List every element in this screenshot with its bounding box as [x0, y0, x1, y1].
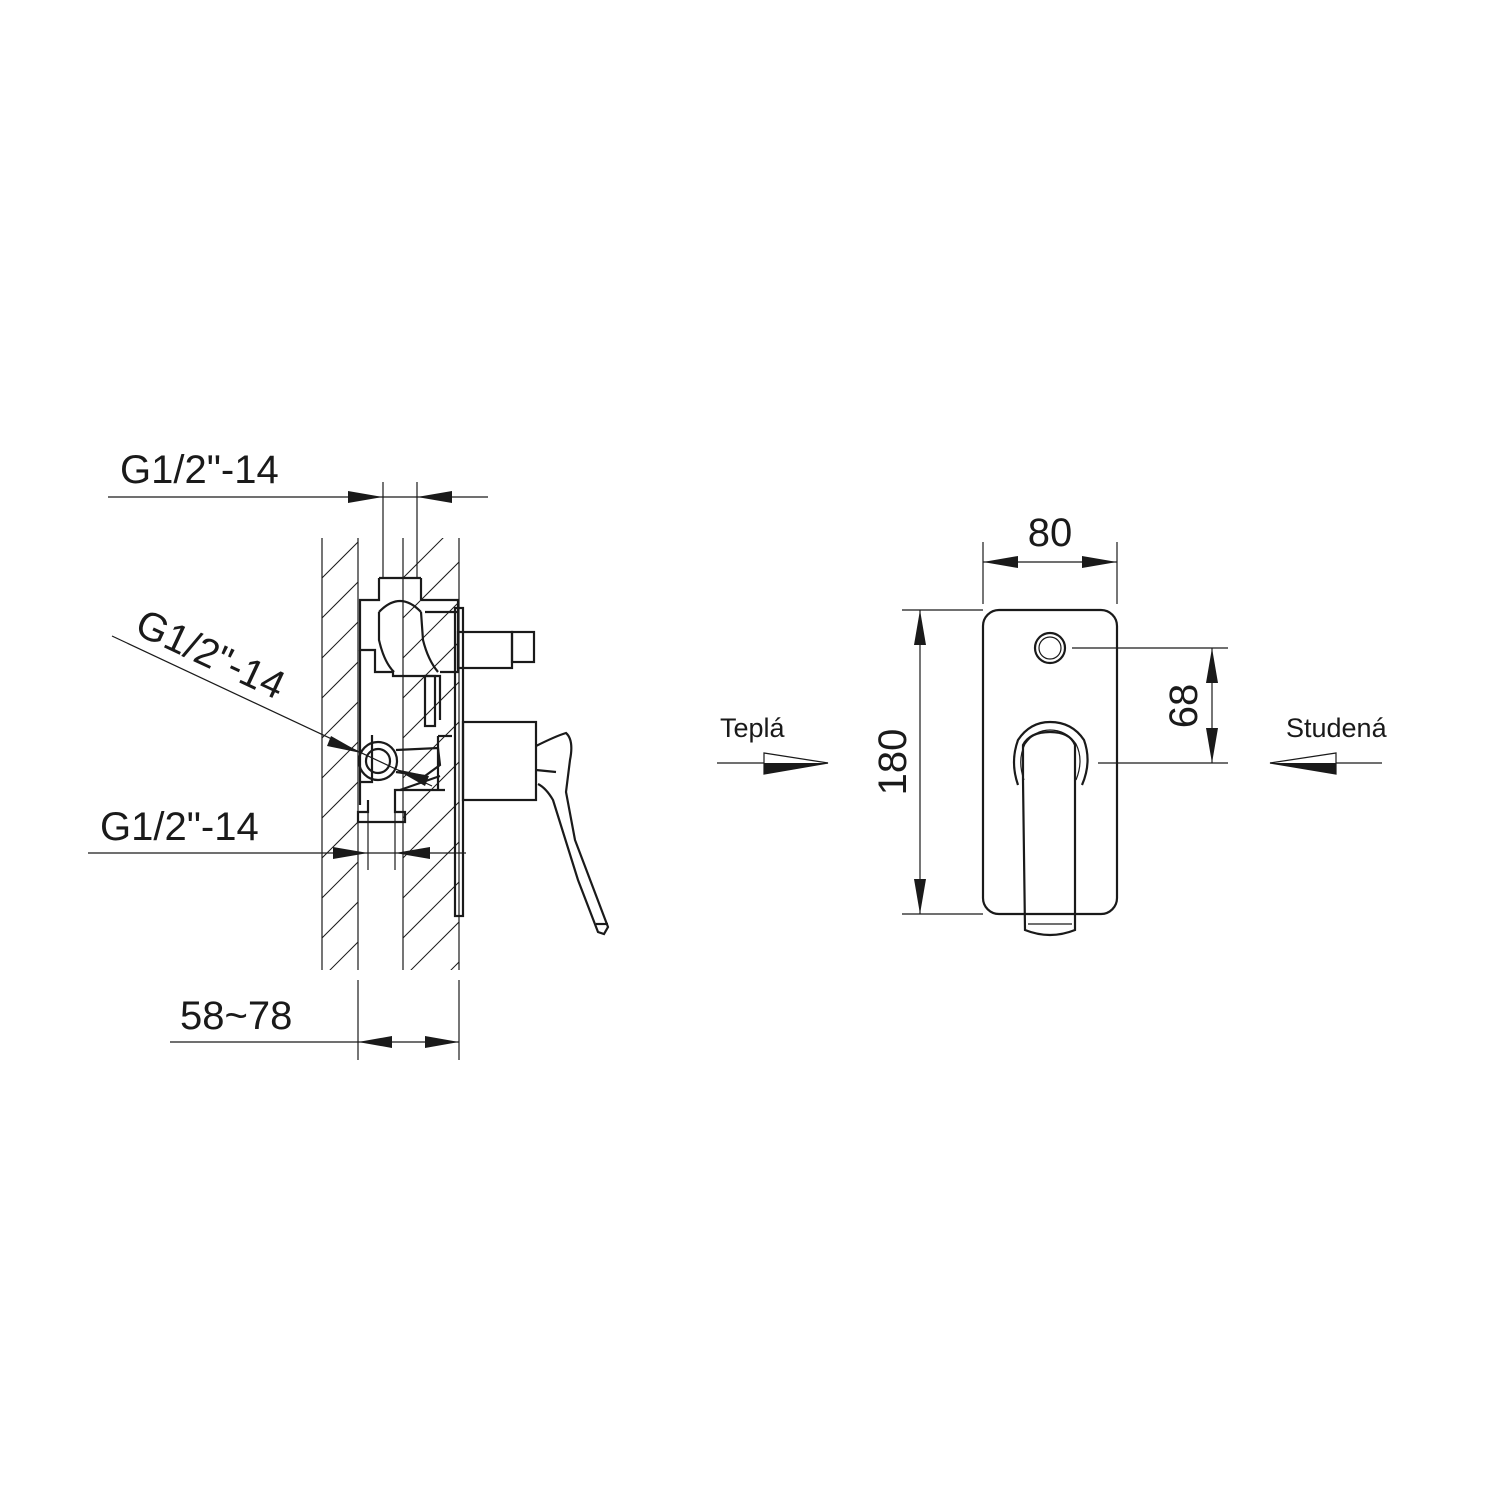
hatch-line — [410, 921, 459, 970]
wall-hatching-right — [403, 538, 459, 1058]
lever-housing — [461, 720, 538, 802]
hatch-line — [403, 641, 459, 699]
dim-front-height: 180 — [871, 609, 983, 915]
hatch-line — [322, 541, 358, 579]
hatch-line — [403, 681, 459, 739]
hatch-line — [322, 901, 358, 939]
hatch-line — [322, 861, 358, 899]
lever-front — [1012, 720, 1089, 937]
top-inlet-thread-label: G1/2"-14 — [120, 448, 279, 492]
dim-bottom-outlet: G1/2"-14 — [88, 805, 466, 870]
hatch-line — [450, 961, 459, 970]
hatch-line — [322, 581, 358, 619]
top-inlet-pipe — [379, 482, 421, 580]
diverter-button-inner — [1038, 636, 1062, 660]
hatch-line — [403, 721, 459, 779]
cold-supply-indicator: Studená — [1269, 713, 1388, 775]
side-inlet-thread-label: G1/2"-14 — [129, 601, 291, 708]
axis-distance-label: 68 — [1162, 684, 1206, 729]
hatch-line — [403, 601, 459, 659]
dim-side-inlet: G1/2"-14 — [111, 601, 433, 787]
hatch-line — [403, 538, 444, 579]
diverter-button — [1033, 631, 1067, 665]
hatch-line — [403, 561, 459, 619]
dim-top-inlet: G1/2"-14 — [108, 448, 488, 503]
valve-body — [356, 578, 536, 824]
hatch-line — [322, 821, 358, 859]
installation-depth-label: 58~78 — [180, 994, 292, 1038]
hatch-line — [403, 881, 459, 939]
front-width-label: 80 — [1028, 511, 1073, 555]
front-height-label: 180 — [871, 729, 915, 796]
hatch-line — [322, 661, 358, 699]
hatch-line — [403, 538, 404, 539]
hot-label: Teplá — [720, 713, 786, 743]
hatch-line — [322, 701, 358, 739]
hatch-line — [403, 841, 459, 899]
hatch-line — [322, 781, 358, 819]
hatch-line — [403, 1002, 459, 1058]
cold-label: Studená — [1286, 713, 1388, 743]
hatch-line — [322, 621, 358, 659]
side-view: G1/2"-14 G1/2"-14 G1/2"-14 58~78 — [88, 448, 610, 1060]
hatch-line — [329, 941, 358, 970]
front-view: 80 180 68 Teplá — [717, 511, 1388, 937]
dim-installation-depth: 58~78 — [170, 980, 460, 1060]
hatch-line — [322, 982, 358, 1018]
faceplate-front — [981, 608, 1119, 916]
lever-handle-side — [535, 731, 610, 936]
bottom-outlet-thread-label: G1/2"-14 — [100, 805, 259, 849]
wall-hatching-left — [322, 538, 358, 1018]
dim-axis-distance: 68 — [1072, 647, 1228, 764]
hatch-line — [322, 538, 323, 539]
hatch-line — [403, 801, 459, 859]
hot-supply-indicator: Teplá — [717, 713, 829, 775]
dim-front-width: 80 — [982, 511, 1118, 604]
